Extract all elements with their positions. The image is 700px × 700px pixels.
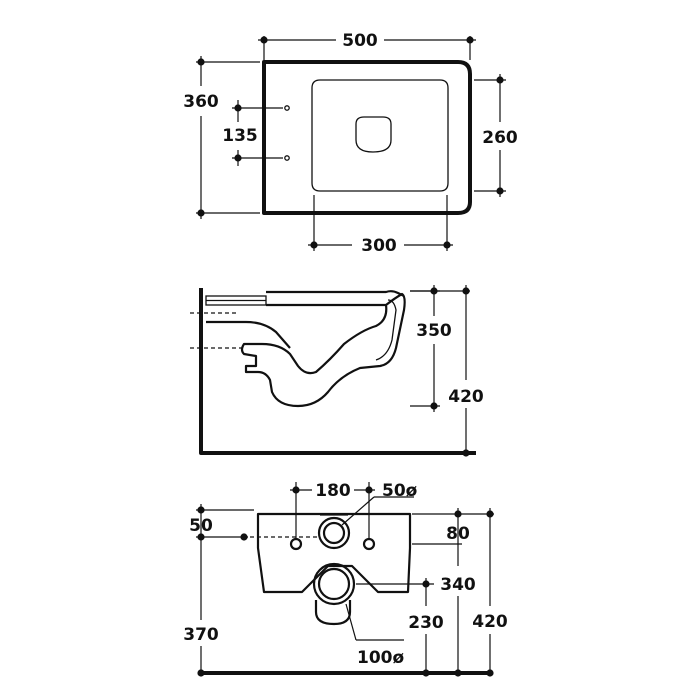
dimension-inlet-diameter-label: 50ø [382,481,417,501]
dimension-outlet-diameter-label: 100ø [357,648,404,668]
dimension-rear-bolt-spacing-label: 180 [315,481,351,501]
dimension-floor-height-420: 420 [410,285,484,457]
top-view-outline [262,60,472,215]
dimension-bolt-spacing-label: 135 [222,126,258,146]
top-view-drain-opening [355,116,392,153]
dimension-inlet-height-370: 370 [183,504,219,677]
top-view-bolt-hole-lower [284,155,290,161]
dimension-height-label: 350 [416,321,452,341]
dimension-width-label: 500 [342,31,378,51]
side-view-inner-bowl [375,299,397,361]
dimension-width-500: 500 [258,31,476,60]
dimension-total-height-label: 420 [472,612,508,632]
dimension-bowl-width-label: 300 [361,236,397,256]
top-view-bowl-outline [311,79,449,192]
dimension-outlet-center-label: 230 [408,613,444,633]
dimension-bowl-length-260: 260 [474,74,518,197]
dimension-outlet-height-340: 340 [440,508,476,677]
rear-view-bolt-hole-left [289,537,303,551]
side-view: 350 420 [190,285,484,457]
rear-view-inlet-outer [317,516,351,550]
dimension-height-350: 350 [410,285,452,412]
side-view-seat [266,290,405,297]
dimension-bolt-spacing-180: 180 [290,481,375,538]
dimension-bowl-width-300: 300 [308,195,453,256]
dimension-bowl-length-label: 260 [482,128,518,148]
rear-view-outlet-inner [317,567,351,601]
dimension-total-height-420: 420 [472,508,508,677]
dimension-outlet-height-label: 340 [440,575,476,595]
side-view-trap-channel [206,320,291,349]
top-view-bolt-hole-upper [284,105,290,111]
rear-view-bolt-hole-right [362,537,376,551]
dimension-outlet-diameter: 100ø [345,603,404,668]
rear-view-inlet-inner [322,521,346,545]
side-view-bowl-outline [240,292,406,408]
dimension-top-offset-80: 80 [412,510,494,545]
rear-view-outlet-outer [312,562,356,606]
dimension-inlet-offset-50: 50 [189,506,254,541]
rear-view-outline [256,512,412,594]
top-view: 500 360 135 [183,31,518,256]
side-view-wall-and-floor [199,288,476,455]
dimension-inlet-height-label: 370 [183,625,219,645]
dimension-length-label: 360 [183,92,219,112]
dimension-floor-height-label: 420 [448,387,484,407]
dimension-inlet-diameter: 50ø [341,481,417,526]
dimension-length-360: 360 [183,56,260,219]
dimension-outlet-center-230: 230 [408,578,444,677]
rear-view: 180 50ø 50 370 [183,481,508,677]
dimension-bolt-spacing-135: 135 [222,100,283,166]
